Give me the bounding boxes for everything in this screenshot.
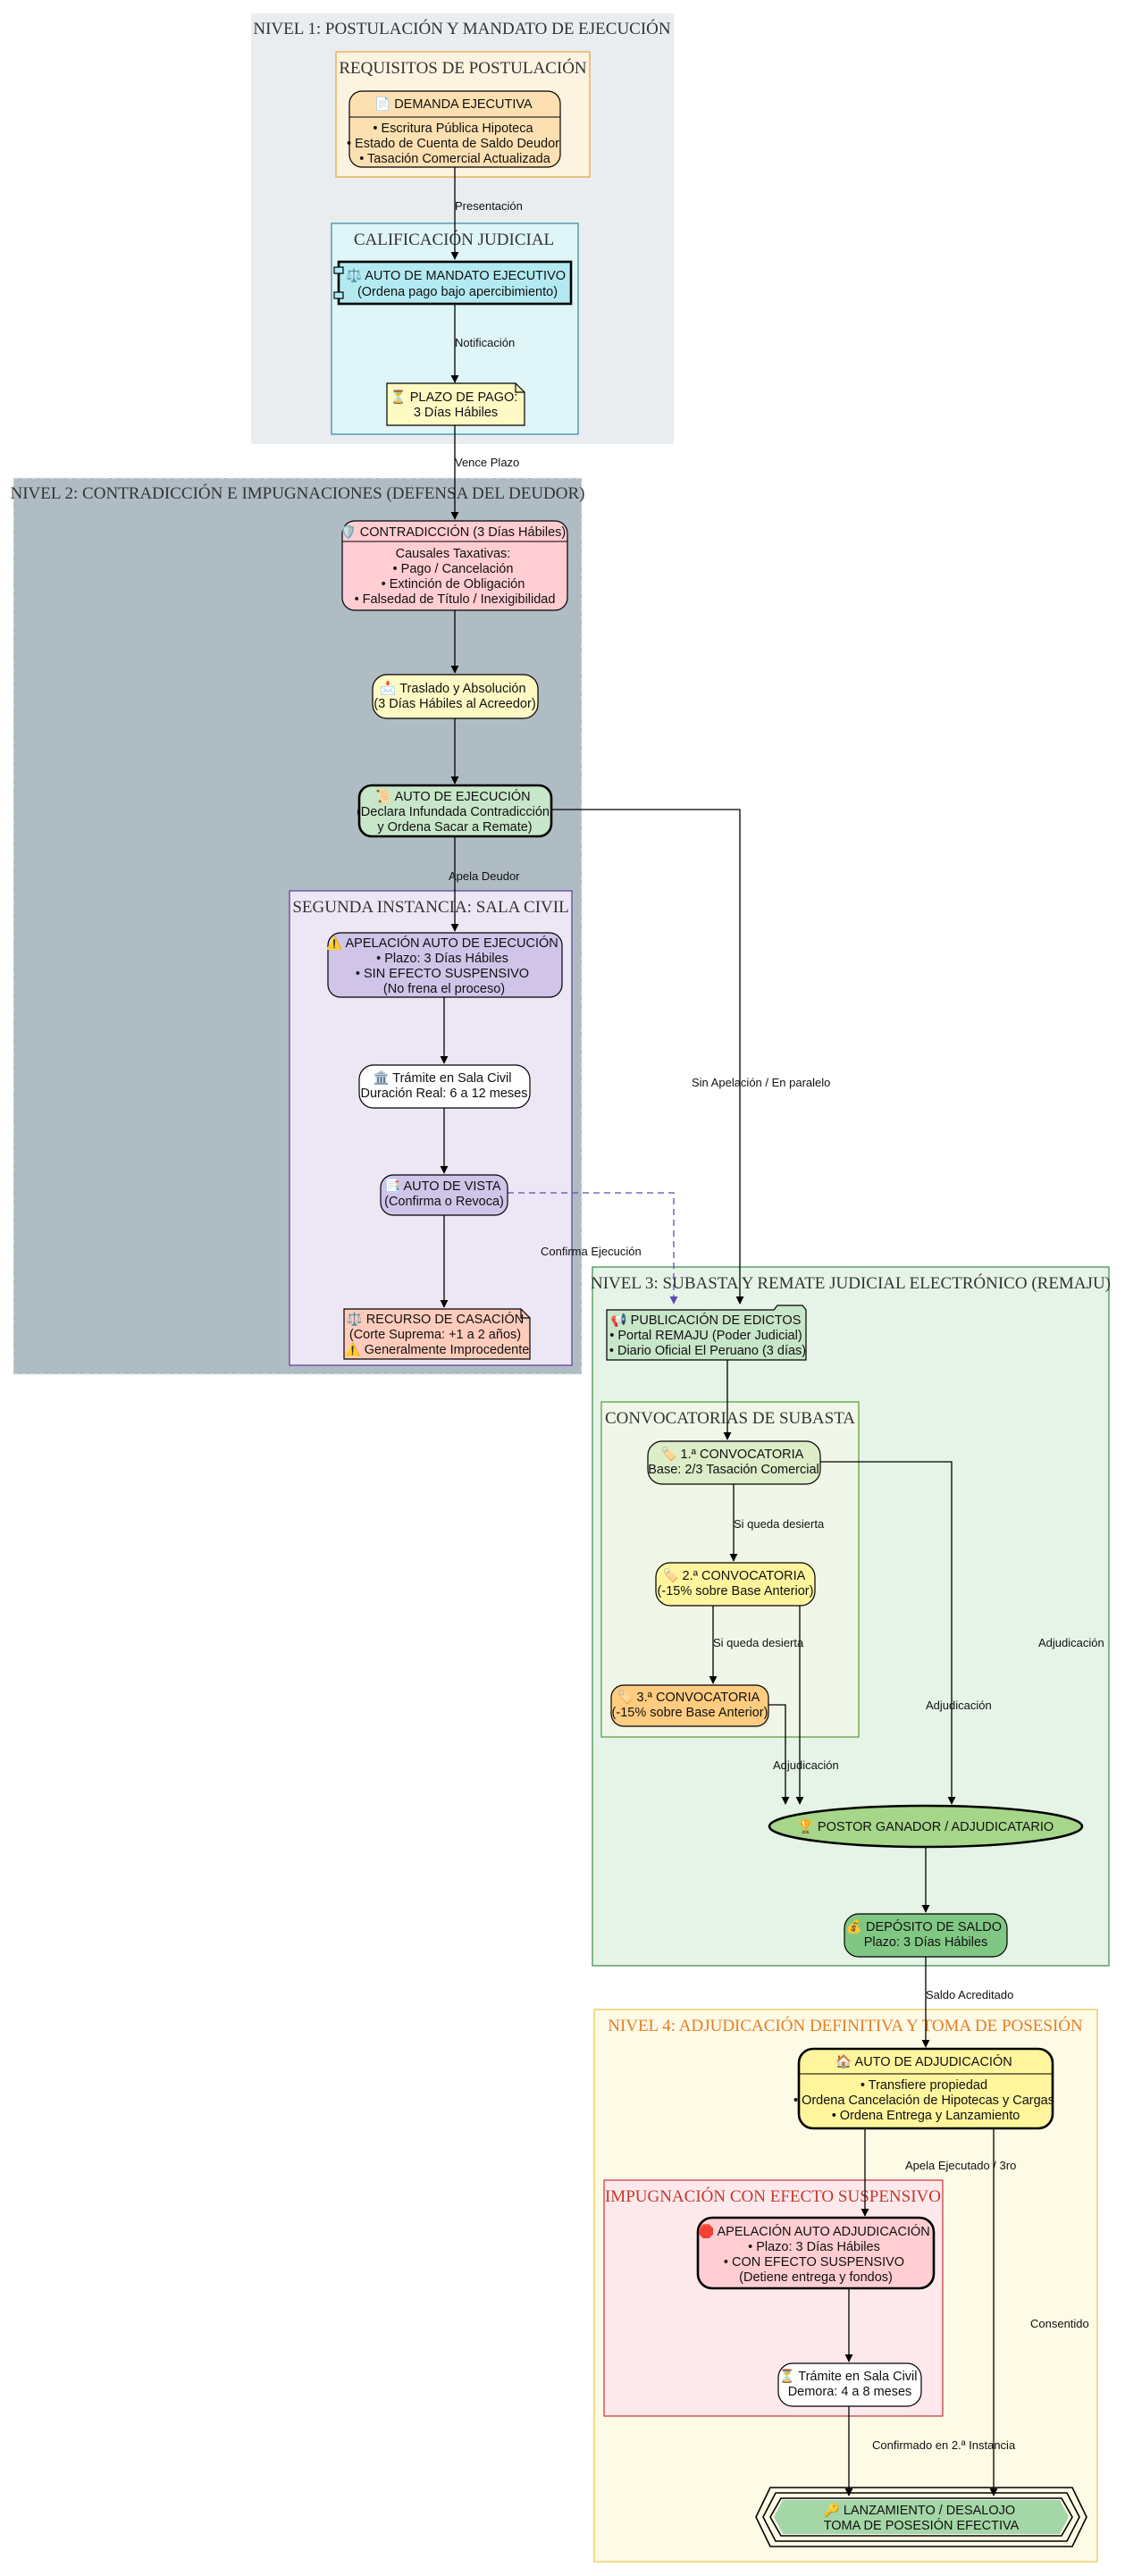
node-auto-adjudicacion: 🏠 AUTO DE ADJUDICACIÓN • Transfiere prop…: [793, 2047, 1058, 2130]
node-lanzamiento-text: 🔑 LANZAMIENTO / DESALOJO TOMA DE POSESIÓ…: [824, 2502, 1020, 2533]
node-tramite-sala2-text: ⏳ Trámite en Sala Civil Demora: 4 a 8 me…: [778, 2368, 920, 2399]
label-si-desierta2: Si queda desierta: [713, 1636, 804, 1649]
node-conv2: 🏷️ 2.ª CONVOCATORIA (-15% sobre Base Ant…: [655, 1562, 816, 1607]
label-vence-plazo: Vence Plazo: [455, 456, 519, 469]
node-auto-ejecucion: 📜 AUTO DE EJECUCIÓN (Declara Infundada C…: [357, 784, 553, 838]
label-si-desierta1: Si queda desierta: [734, 1517, 825, 1531]
edge-adjudicacion-conv1: [820, 1461, 956, 1805]
node-conv3: 🏷️ 3.ª CONVOCATORIA (-15% sobre Base Ant…: [610, 1684, 769, 1727]
node-tramite-sala1: 🏛️ Trámite en Sala Civil Duración Real: …: [358, 1064, 531, 1109]
node-postor-text: 🏆 POSTOR GANADOR / ADJUDICATARIO: [798, 1818, 1054, 1834]
requisitos-title: REQUISITOS DE POSTULACIÓN: [339, 58, 587, 78]
node-contradiccion: 🛡️ CONTRADICCIÓN (3 Días Hábiles) Causal…: [340, 520, 570, 611]
edge-confirma-ejecucion: [508, 1192, 678, 1305]
nivel2-title: NIVEL 2: CONTRADICCIÓN E IMPUGNACIONES (…: [11, 483, 585, 503]
node-mandato-text: ⚖️ AUTO DE MANDATO EJECUTIVO (Ordena pag…: [346, 267, 569, 299]
node-apelacion-ejec: ⚠️ APELACIÓN AUTO DE EJECUCIÓN • Plazo: …: [326, 932, 563, 998]
edge-labels: Presentación Notificación Vence Plazo Ap…: [449, 199, 1104, 2452]
label-presentacion: Presentación: [455, 199, 523, 213]
node-tramite-sala2: ⏳ Trámite en Sala Civil Demora: 4 a 8 me…: [777, 2362, 922, 2407]
label-sin-apelacion: Sin Apelación / En paralelo: [692, 1076, 830, 1089]
label-confirma-ejecucion: Confirma Ejecución: [541, 1245, 642, 1258]
node-conv1-text: 🏷️ 1.ª CONVOCATORIA Base: 2/3 Tasación C…: [648, 1446, 819, 1477]
edge-adjudicacion-conv3: [768, 1704, 790, 1805]
label-saldo-acreditado: Saldo Acreditado: [926, 1988, 1013, 2001]
node-demanda: 📄 DEMANDA EJECUTIVA • Escritura Pública …: [347, 90, 563, 168]
node-auto-vista: 📑 AUTO DE VISTA (Confirma o Revoca): [380, 1174, 508, 1216]
node-conv2-text: 🏷️ 2.ª CONVOCATORIA (-15% sobre Base Ant…: [658, 1567, 814, 1598]
node-traslado-text: 📩 Traslado y Absolución (3 Días Hábiles …: [374, 680, 535, 711]
nivel4-title: NIVEL 4: ADJUDICACIÓN DEFINITIVA Y TOMA …: [608, 2016, 1083, 2035]
edge-sin-apelacion: [551, 809, 744, 1305]
node-casacion: ⚖️ RECURSO DE CASACIÓN (Corte Suprema: +…: [343, 1308, 531, 1360]
label-adjudicacion3: Adjudicación: [773, 1758, 839, 1772]
node-apelacion-adj-text: 🛑 APELACIÓN AUTO ADJUDICACIÓN • Plazo: 3…: [698, 2223, 934, 2285]
label-apela-deudor: Apela Deudor: [449, 869, 520, 883]
node-conv1: 🏷️ 1.ª CONVOCATORIA Base: 2/3 Tasación C…: [647, 1440, 821, 1485]
node-edictos: 📢 PUBLICACIÓN DE EDICTOS • Portal REMAJU…: [606, 1305, 807, 1361]
segunda-title: SEGUNDA INSTANCIA: SALA CIVIL: [292, 898, 568, 917]
node-plazo: ⏳ PLAZO DE PAGO: 3 Días Hábiles: [386, 382, 525, 426]
label-apela-ejecutado: Apela Ejecutado / 3ro: [905, 2159, 1016, 2172]
node-apelacion-ejec-text: ⚠️ APELACIÓN AUTO DE EJECUCIÓN • Plazo: …: [326, 935, 562, 996]
label-confirmado: Confirmado en 2.ª Instancia: [872, 2438, 1016, 2452]
node-auto-ejecucion-text: 📜 AUTO DE EJECUCIÓN (Declara Infundada C…: [357, 789, 553, 835]
impugnacion-title: IMPUGNACIÓN CON EFECTO SUSPENSIVO: [605, 2186, 941, 2206]
node-deposito-text: 💰 DEPÓSITO DE SALDO Plazo: 3 Días Hábile…: [846, 1918, 1005, 1950]
node-apelacion-adj: 🛑 APELACIÓN AUTO ADJUDICACIÓN • Plazo: 3…: [696, 2216, 936, 2290]
node-plazo-text: ⏳ PLAZO DE PAGO: 3 Días Hábiles: [390, 389, 522, 420]
node-casacion-text: ⚖️ RECURSO DE CASACIÓN (Corte Suprema: +…: [345, 1311, 530, 1357]
node-postor: 🏆 POSTOR GANADOR / ADJUDICATARIO: [768, 1804, 1084, 1849]
edges: [440, 127, 998, 2496]
node-edictos-text: 📢 PUBLICACIÓN DE EDICTOS • Portal REMAJU…: [609, 1312, 806, 1358]
node-tramite-sala1-text: 🏛️ Trámite en Sala Civil Duración Real: …: [361, 1070, 528, 1101]
node-lanzamiento: 🔑 LANZAMIENTO / DESALOJO TOMA DE POSESIÓ…: [755, 2487, 1087, 2547]
label-consentido: Consentido: [1030, 2317, 1089, 2330]
node-traslado: 📩 Traslado y Absolución (3 Días Hábiles …: [372, 674, 539, 719]
nivel3-title: NIVEL 3: SUBASTA Y REMATE JUDICIAL ELECT…: [591, 1273, 1111, 1293]
node-demanda-text: 📄 DEMANDA EJECUTIVA • Escritura Pública …: [347, 96, 563, 166]
label-adjudicacion2: Adjudicación: [926, 1699, 992, 1712]
label-adjudicacion1: Adjudicación: [1038, 1636, 1104, 1649]
label-notificacion: Notificación: [455, 336, 515, 349]
node-mandato: ⚖️ AUTO DE MANDATO EJECUTIVO (Ordena pag…: [333, 260, 573, 306]
node-conv3-text: 🏷️ 3.ª CONVOCATORIA (-15% sobre Base Ant…: [612, 1689, 768, 1720]
convocatorias-title: CONVOCATORIAS DE SUBASTA: [605, 1409, 855, 1428]
calificacion-title: CALIFICACIÓN JUDICIAL: [354, 230, 554, 249]
node-contradiccion-text: 🛡️ CONTRADICCIÓN (3 Días Hábiles) Causal…: [340, 524, 570, 607]
nivel1-title: NIVEL 1: POSTULACIÓN Y MANDATO DE EJECUC…: [253, 19, 671, 38]
node-deposito: 💰 DEPÓSITO DE SALDO Plazo: 3 Días Hábile…: [844, 1913, 1008, 1958]
node-auto-adjudicacion-text: 🏠 AUTO DE ADJUDICACIÓN • Transfiere prop…: [793, 2054, 1058, 2123]
node-auto-vista-text: 📑 AUTO DE VISTA (Confirma o Revoca): [384, 1178, 504, 1209]
